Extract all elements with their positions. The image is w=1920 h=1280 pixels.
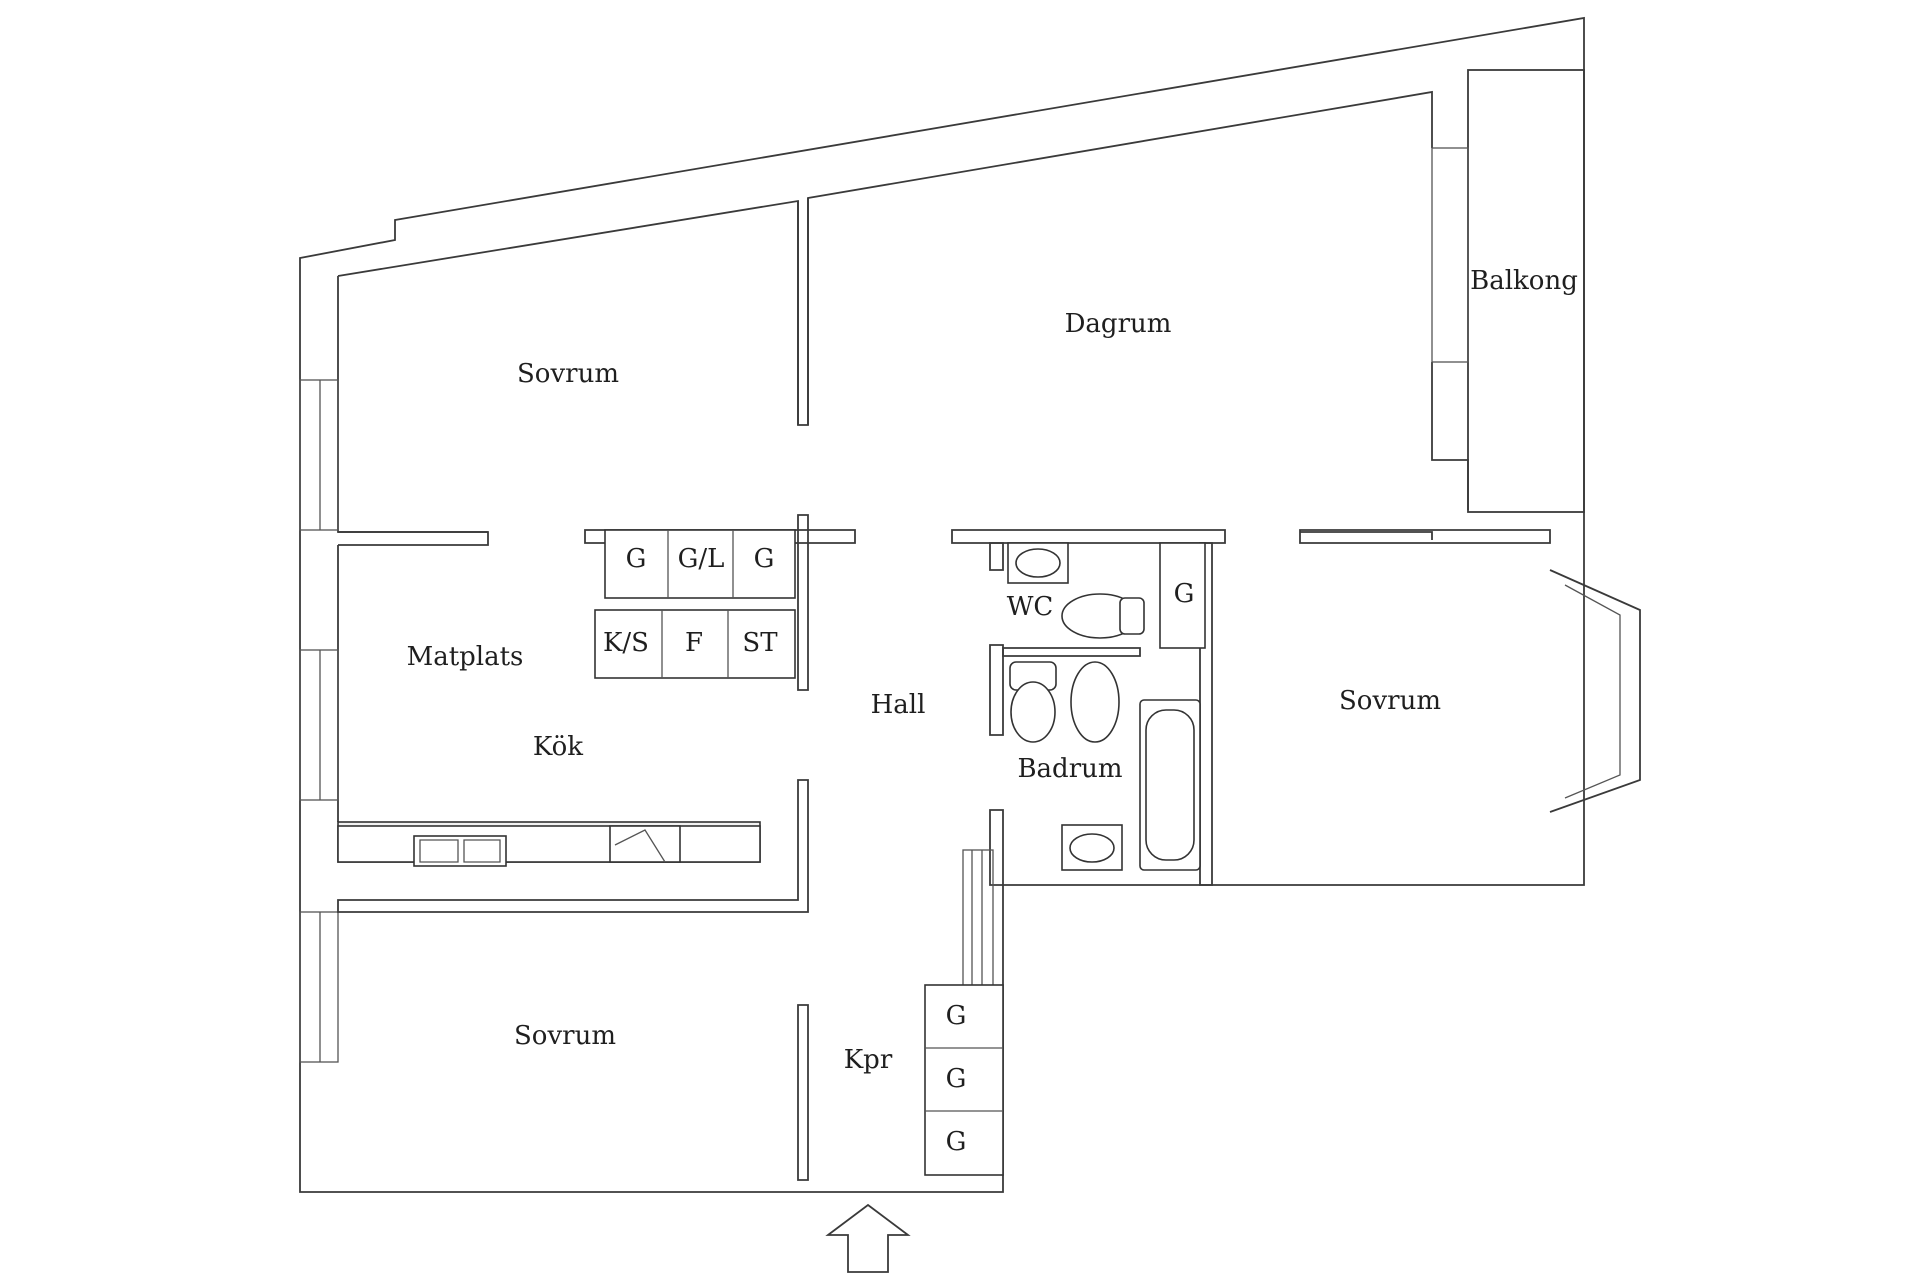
closet-block [594, 529, 796, 679]
interior-walls [337, 69, 1641, 1181]
window-left-1 [299, 379, 339, 531]
bath-sink-basin [1069, 833, 1115, 863]
window-left-3 [299, 911, 339, 1063]
room-label-matplats: Matplats [407, 642, 524, 672]
wc-toilet-tank [1119, 597, 1145, 635]
bay-window [1549, 569, 1641, 813]
room-label-badrum: Badrum [1017, 754, 1122, 784]
bathtub-basin [1145, 709, 1195, 861]
wall-closet-right [797, 514, 809, 691]
entrance-arrow-icon [825, 1203, 911, 1273]
wc-closet [1159, 542, 1206, 649]
wall-wc-bath [1002, 647, 1141, 657]
wall-sovrum-right-top [1299, 529, 1551, 544]
room-label-balkong: Balkong [1470, 266, 1578, 296]
closet-label: F [685, 628, 703, 658]
kitchen-counter-front [337, 825, 761, 863]
balkong-door [1431, 147, 1469, 363]
room-label-kpr: Kpr [844, 1045, 893, 1075]
closet-label: G [626, 544, 647, 574]
closet-label: G/L [678, 544, 725, 574]
bath-toilet-icon [1010, 681, 1056, 743]
outer-wall-outline [299, 16, 1585, 1193]
kpr-closets [924, 984, 1004, 1176]
room-label-sovrum-right: Sovrum [1339, 686, 1441, 716]
wall-kok-top [338, 531, 489, 546]
closet-label-wc: G [1174, 579, 1195, 609]
room-label-kok: Kök [533, 732, 583, 762]
wall-bath-left [989, 644, 1004, 736]
room-label-sovrum-top: Sovrum [517, 359, 619, 389]
shaft [962, 849, 994, 991]
kpr-closet-frame [924, 984, 1004, 1176]
closet-label-kpr: G [946, 1127, 967, 1157]
closet-label: K/S [603, 628, 649, 658]
wall-hall-wc [951, 529, 1226, 544]
bay-window-inner [1564, 584, 1621, 799]
sink-icon [413, 835, 507, 867]
wall-sovrum-dagrum [797, 198, 809, 426]
bathroom-fixtures [1007, 542, 1201, 871]
closet-label-kpr: G [946, 1064, 967, 1094]
wall-wc-left [989, 542, 1004, 571]
closet-label: G [754, 544, 775, 574]
closet-label-kpr: G [946, 1001, 967, 1031]
room-label-sovrum-bottom: Sovrum [514, 1021, 616, 1051]
wall-kok-hall [337, 779, 809, 913]
room-label-dagrum: Dagrum [1065, 309, 1172, 339]
wall-bath-left-2 [989, 809, 1004, 886]
wc-sink-basin [1015, 548, 1061, 578]
room-label-hall: Hall [871, 690, 926, 720]
bidet-icon [1070, 661, 1120, 743]
stove-icon [609, 825, 681, 863]
closet-label: ST [742, 628, 778, 658]
stove-detail [614, 829, 666, 863]
sink-basins [419, 839, 501, 863]
wall-sovrum-kpr [797, 1004, 809, 1181]
window-left-2 [299, 649, 339, 801]
closet-top-row-frame [604, 529, 796, 599]
room-label-wc: WC [1007, 592, 1054, 622]
closet-bottom-row-frame [594, 609, 796, 679]
